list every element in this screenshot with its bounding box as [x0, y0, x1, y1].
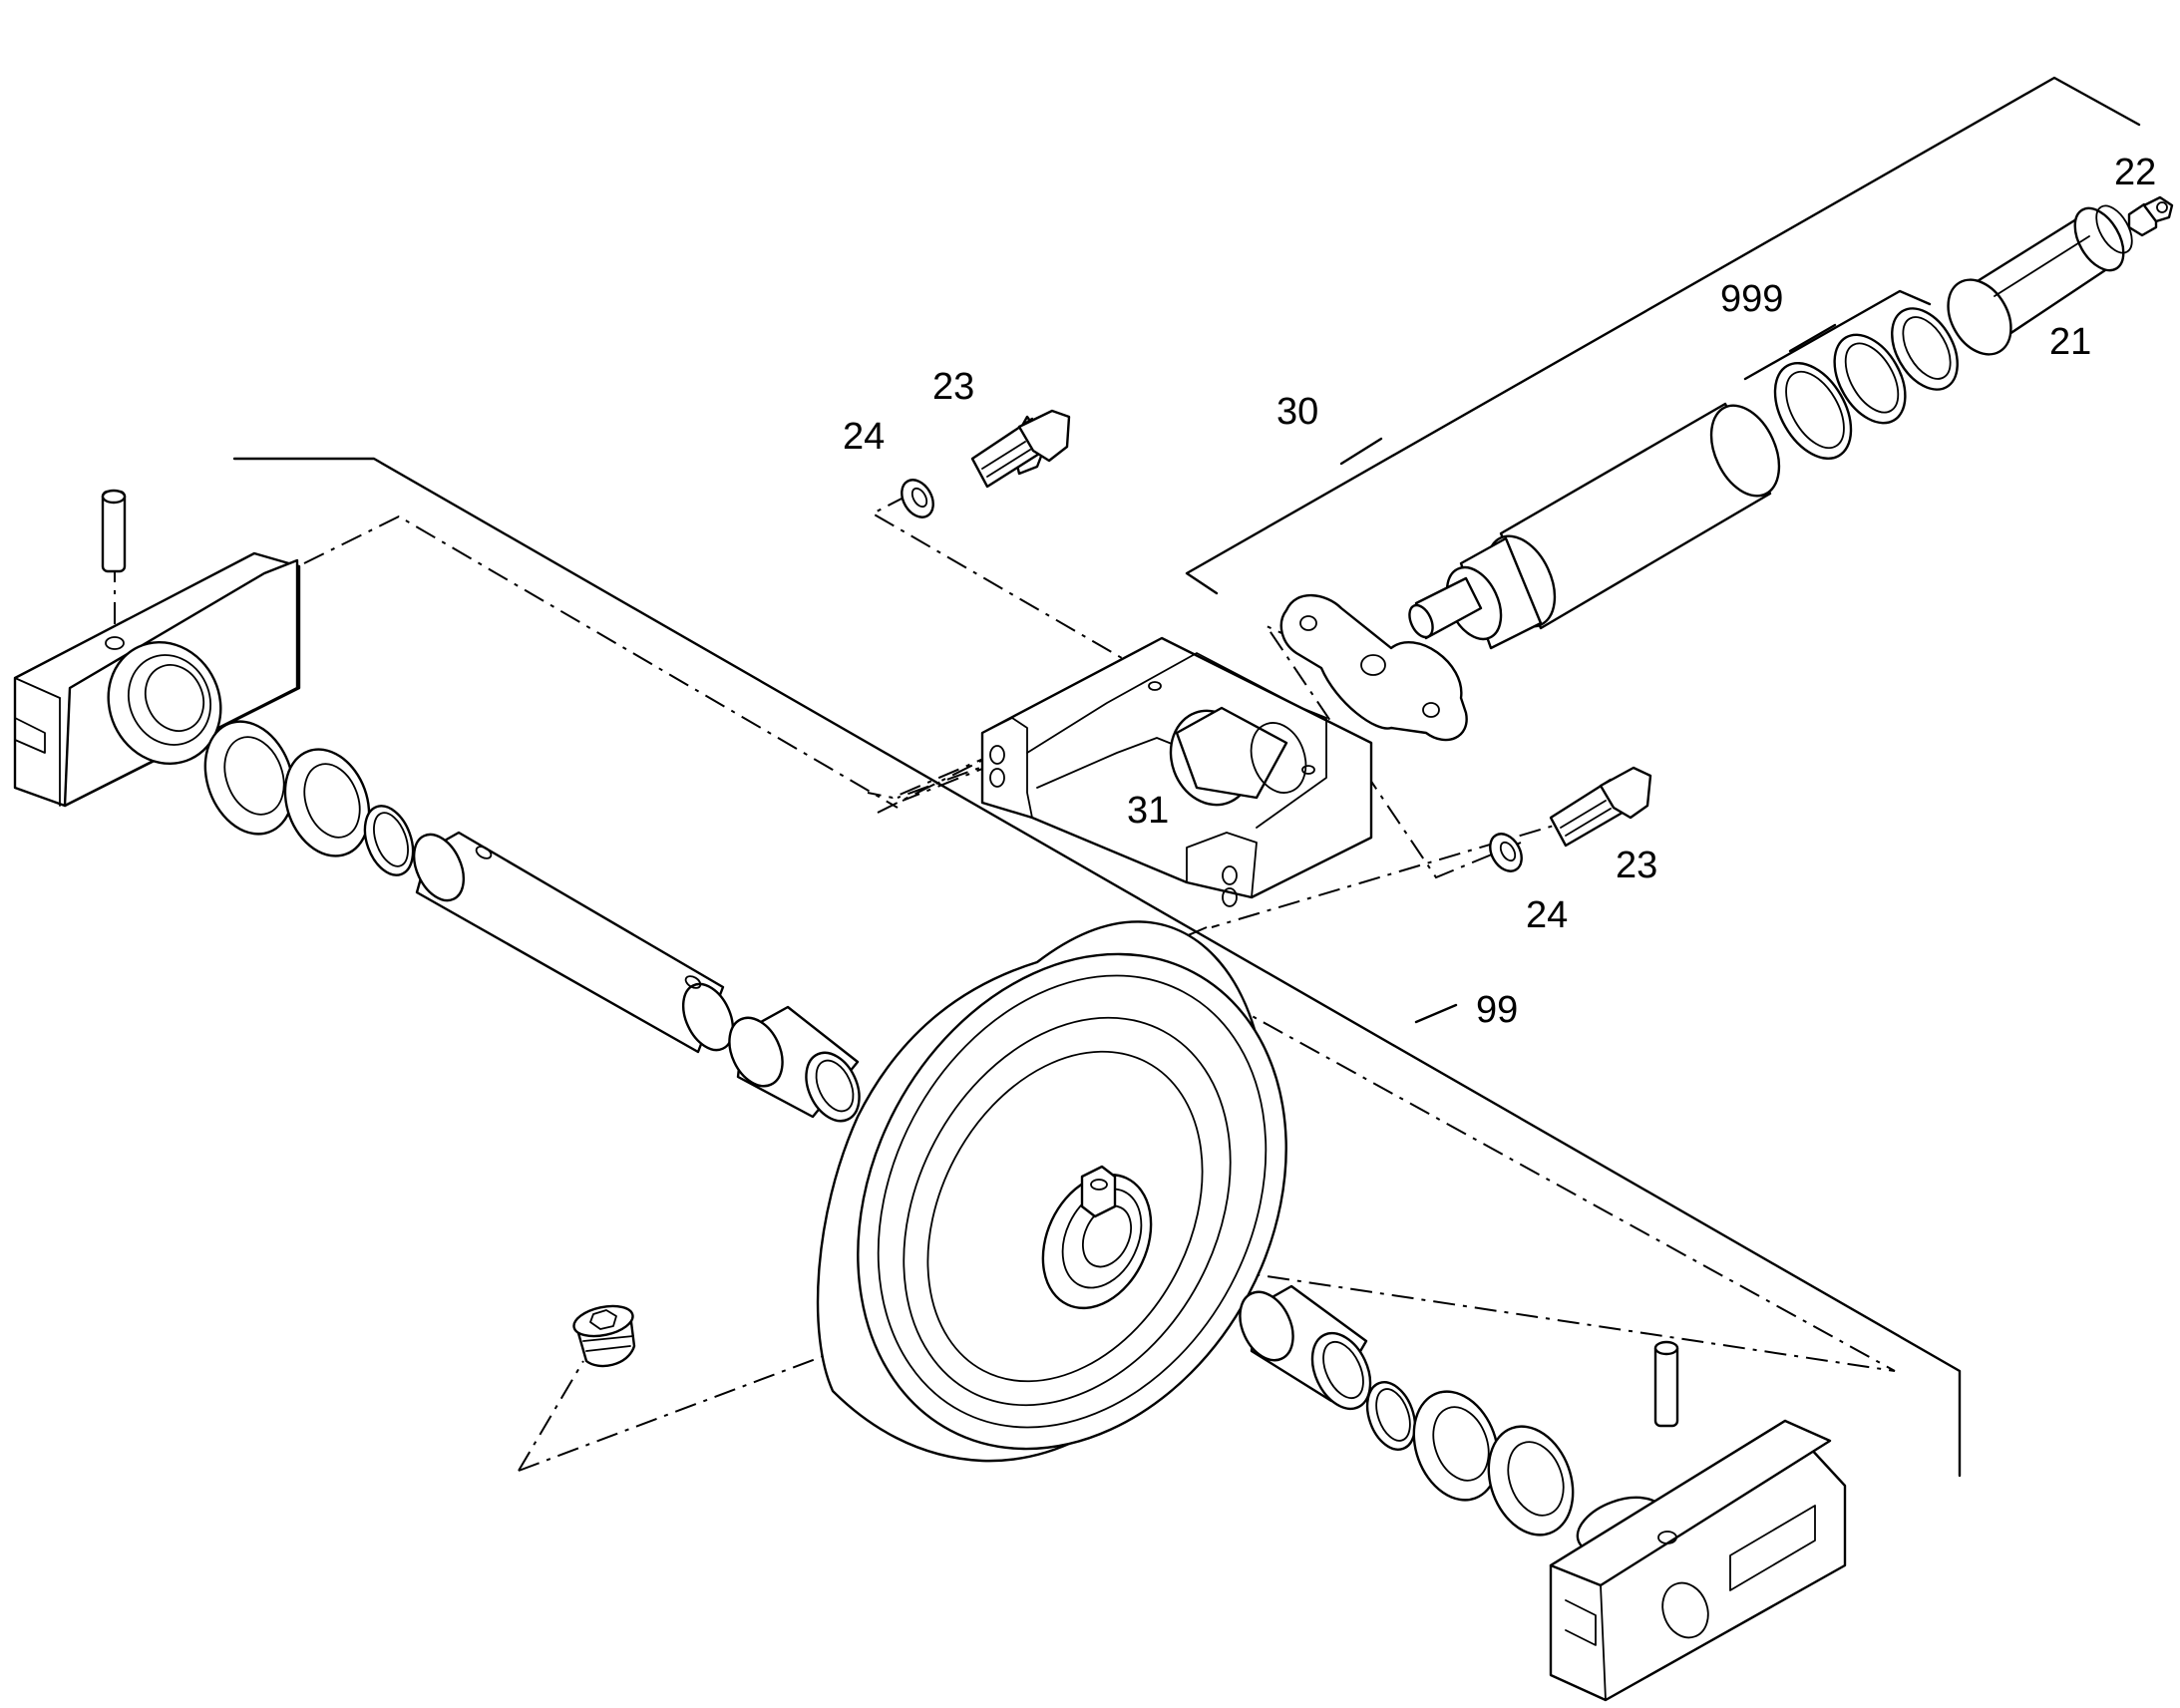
seal-kit-ring-1 [1773, 362, 1853, 460]
flange-plate [1279, 593, 1468, 742]
seal-kit-ring-3 [1891, 307, 1959, 391]
seal-ring-right-inner [1412, 1390, 1500, 1502]
callout-99: 99 [1476, 989, 1518, 1031]
callout-21: 21 [2049, 321, 2091, 363]
callout-24-bottom: 24 [1526, 894, 1568, 936]
cylinder-barrel [1947, 204, 2133, 356]
o-ring-right [1365, 1381, 1417, 1451]
bolt-lower [1549, 766, 1652, 848]
bolt-upper [970, 409, 1071, 489]
bushing-lower [1239, 1284, 1372, 1411]
right-end-bracket [1549, 1419, 1847, 1702]
washer-lower [1489, 833, 1523, 872]
callout-23-bottom: 23 [1616, 845, 1657, 886]
seal-ring-right-outer [1487, 1425, 1575, 1537]
washer-upper [901, 479, 934, 518]
idler-wheel [816, 920, 1287, 1463]
set-screw [572, 1304, 636, 1368]
seal-kit-999-bracket [1743, 289, 1932, 381]
callout-22: 22 [2114, 152, 2156, 193]
cylinder [1408, 402, 1781, 650]
left-end-bracket [13, 551, 301, 808]
seal-ring-left-inner [283, 748, 371, 857]
callout-30: 30 [1276, 391, 1318, 433]
idler-shaft [412, 831, 735, 1054]
seal-kit-ring-2 [1833, 333, 1907, 425]
o-ring-left [363, 805, 415, 876]
seal-ring-left-outer [203, 720, 295, 836]
roll-pin-right [1653, 1340, 1679, 1428]
callout-31: 31 [1127, 790, 1169, 832]
assembly-99-bracket [232, 457, 1962, 1478]
roll-pin-left [101, 489, 127, 573]
callout-24-top: 24 [843, 416, 885, 458]
grease-nipple [2127, 195, 2174, 237]
assembly-30-bracket [1185, 76, 2141, 595]
bushing-upper [728, 1005, 861, 1123]
mounting-block [980, 636, 1373, 907]
callout-23-top: 23 [932, 366, 974, 408]
callout-999: 999 [1720, 278, 1783, 320]
